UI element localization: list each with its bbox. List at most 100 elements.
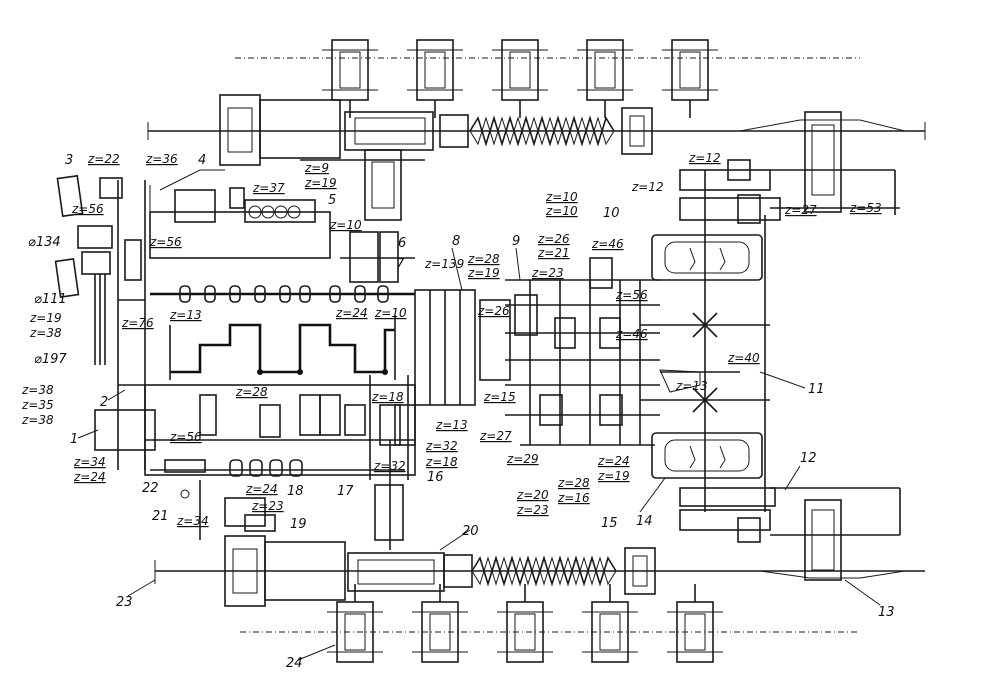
gear-label: z=13 — [435, 418, 468, 432]
gear-label: z=139 — [424, 257, 464, 271]
gear-label: z=19 — [467, 266, 500, 280]
transfer-gearbox — [414, 257, 740, 446]
gear-label: z=23 — [251, 499, 284, 513]
gear-label: z=76 — [121, 316, 154, 330]
gear-label: z=10 — [329, 218, 362, 232]
gear-label: z=29 — [506, 452, 539, 466]
gear-label: z=28 — [557, 476, 590, 490]
gear-label: z=37 — [252, 181, 285, 195]
gear-label: z=40 — [727, 351, 760, 365]
bottom-track-assembly — [154, 499, 925, 663]
gear-label: z=26 — [537, 232, 570, 246]
gear-label: z=12 — [688, 151, 721, 165]
gear-label: z=19 — [29, 311, 62, 325]
gear-label: z=10 — [545, 204, 578, 218]
gear-label: z=24 — [597, 454, 630, 468]
part-label-15: 15 — [601, 516, 618, 531]
right-side-drives — [640, 159, 901, 543]
gear-label: z=27 — [784, 203, 817, 217]
gear-label: z=56 — [71, 202, 104, 216]
part-label-3: 3 — [65, 153, 73, 168]
diameter-labels: ⌀134 ⌀111 ⌀197 — [28, 235, 67, 367]
part-label-6: 6 — [398, 236, 406, 251]
gear-label: z=23 — [531, 266, 564, 280]
stepped-shaft — [170, 323, 395, 374]
gear-label: z=56 — [149, 235, 182, 249]
part-label-23: 23 — [116, 595, 133, 610]
gear-label: z=56 — [615, 288, 648, 302]
gear-label: z=10 — [545, 190, 578, 204]
upper-brake-drum — [651, 234, 763, 281]
gear-label: z=28 — [467, 252, 500, 266]
part-label-2: 2 — [100, 395, 108, 410]
gear-label: z=46 — [615, 327, 648, 341]
primary-shaft-gears — [179, 285, 389, 303]
part-label-13: 13 — [878, 605, 895, 620]
gear-label: z=38 — [21, 413, 54, 427]
part-label-5: 5 — [328, 193, 336, 208]
bottom-road-wheels — [327, 584, 723, 663]
gear-label: z=32 — [373, 459, 406, 473]
part-label-22: 22 — [142, 481, 159, 496]
gear-label: z=16 — [557, 491, 590, 505]
gear-label: z=19 — [304, 176, 337, 190]
gear-label: z=15 — [483, 390, 516, 404]
gear-label: z=38 — [21, 383, 54, 397]
diameter-134: ⌀134 — [28, 235, 61, 250]
top-track-assembly — [147, 39, 926, 213]
top-road-wheels — [322, 39, 718, 118]
gear-label: z=18 — [371, 390, 404, 404]
part-label-24: 24 — [286, 656, 303, 671]
gear-label: z=56 — [169, 430, 202, 444]
gear-label: z=18 — [425, 455, 458, 469]
bottom-spring — [471, 555, 617, 587]
gear-label: z=26 — [477, 304, 510, 318]
part-label-14: 14 — [636, 514, 653, 529]
part-label-9: 9 — [512, 234, 520, 249]
gear-label: z=20 — [516, 488, 549, 502]
gear-label: z=34 — [73, 455, 106, 469]
engine-input-group — [54, 169, 225, 470]
gear-label: z=28 — [235, 385, 268, 399]
bottom-drive-sprocket — [224, 535, 346, 607]
lower-brake-drum — [651, 432, 763, 479]
gear-label: z=27 — [479, 429, 512, 443]
gear-label: z=35 — [21, 398, 54, 412]
part-label-16: 16 — [427, 470, 444, 485]
gear-label: z=24 — [335, 306, 368, 320]
part-label-19: 19 — [290, 517, 307, 532]
gear-label: z=36 — [145, 152, 178, 166]
gear-label: z=46 — [591, 237, 624, 251]
part-label-12: 12 — [800, 451, 817, 466]
gear-tooth-labels: z=22 z=36 z=9 z=19 z=37 z=56 z=56 z=10 z… — [21, 151, 882, 528]
main-gearbox — [144, 149, 425, 550]
part-label-7: 7 — [396, 257, 405, 272]
gear-label: z=24 — [245, 482, 278, 496]
part-number-labels: 3 4 5 6 7 8 9 10 11 12 13 14 15 16 17 18… — [65, 153, 895, 671]
part-label-21: 21 — [152, 509, 169, 524]
part-label-18: 18 — [287, 484, 304, 499]
top-spring — [469, 115, 615, 147]
part-label-11: 11 — [808, 382, 825, 397]
gear-label: z=23 — [516, 503, 549, 517]
part-label-8: 8 — [452, 234, 460, 249]
diameter-197: ⌀197 — [34, 352, 67, 367]
diameter-111: ⌀111 — [34, 292, 67, 307]
gear-label: z=24 — [73, 470, 106, 484]
part-label-1: 1 — [70, 432, 78, 447]
part-label-20: 20 — [462, 524, 479, 539]
gear-label: z=19 — [597, 469, 630, 483]
gear-label: z=38 — [29, 326, 62, 340]
gear-label: z=13 — [169, 308, 202, 322]
gear-label: z=9 — [304, 161, 329, 175]
gear-label: z=32 — [425, 439, 458, 453]
gear-label: z=53 — [849, 201, 882, 215]
part-label-4: 4 — [198, 153, 206, 168]
gear-label: z=21 — [537, 246, 570, 260]
top-drive-sprocket — [219, 94, 341, 166]
gear-label: z=12 — [631, 180, 664, 194]
part-label-17: 17 — [337, 484, 354, 499]
part-label-10: 10 — [603, 206, 620, 221]
gear-label: z=34 — [176, 514, 209, 528]
